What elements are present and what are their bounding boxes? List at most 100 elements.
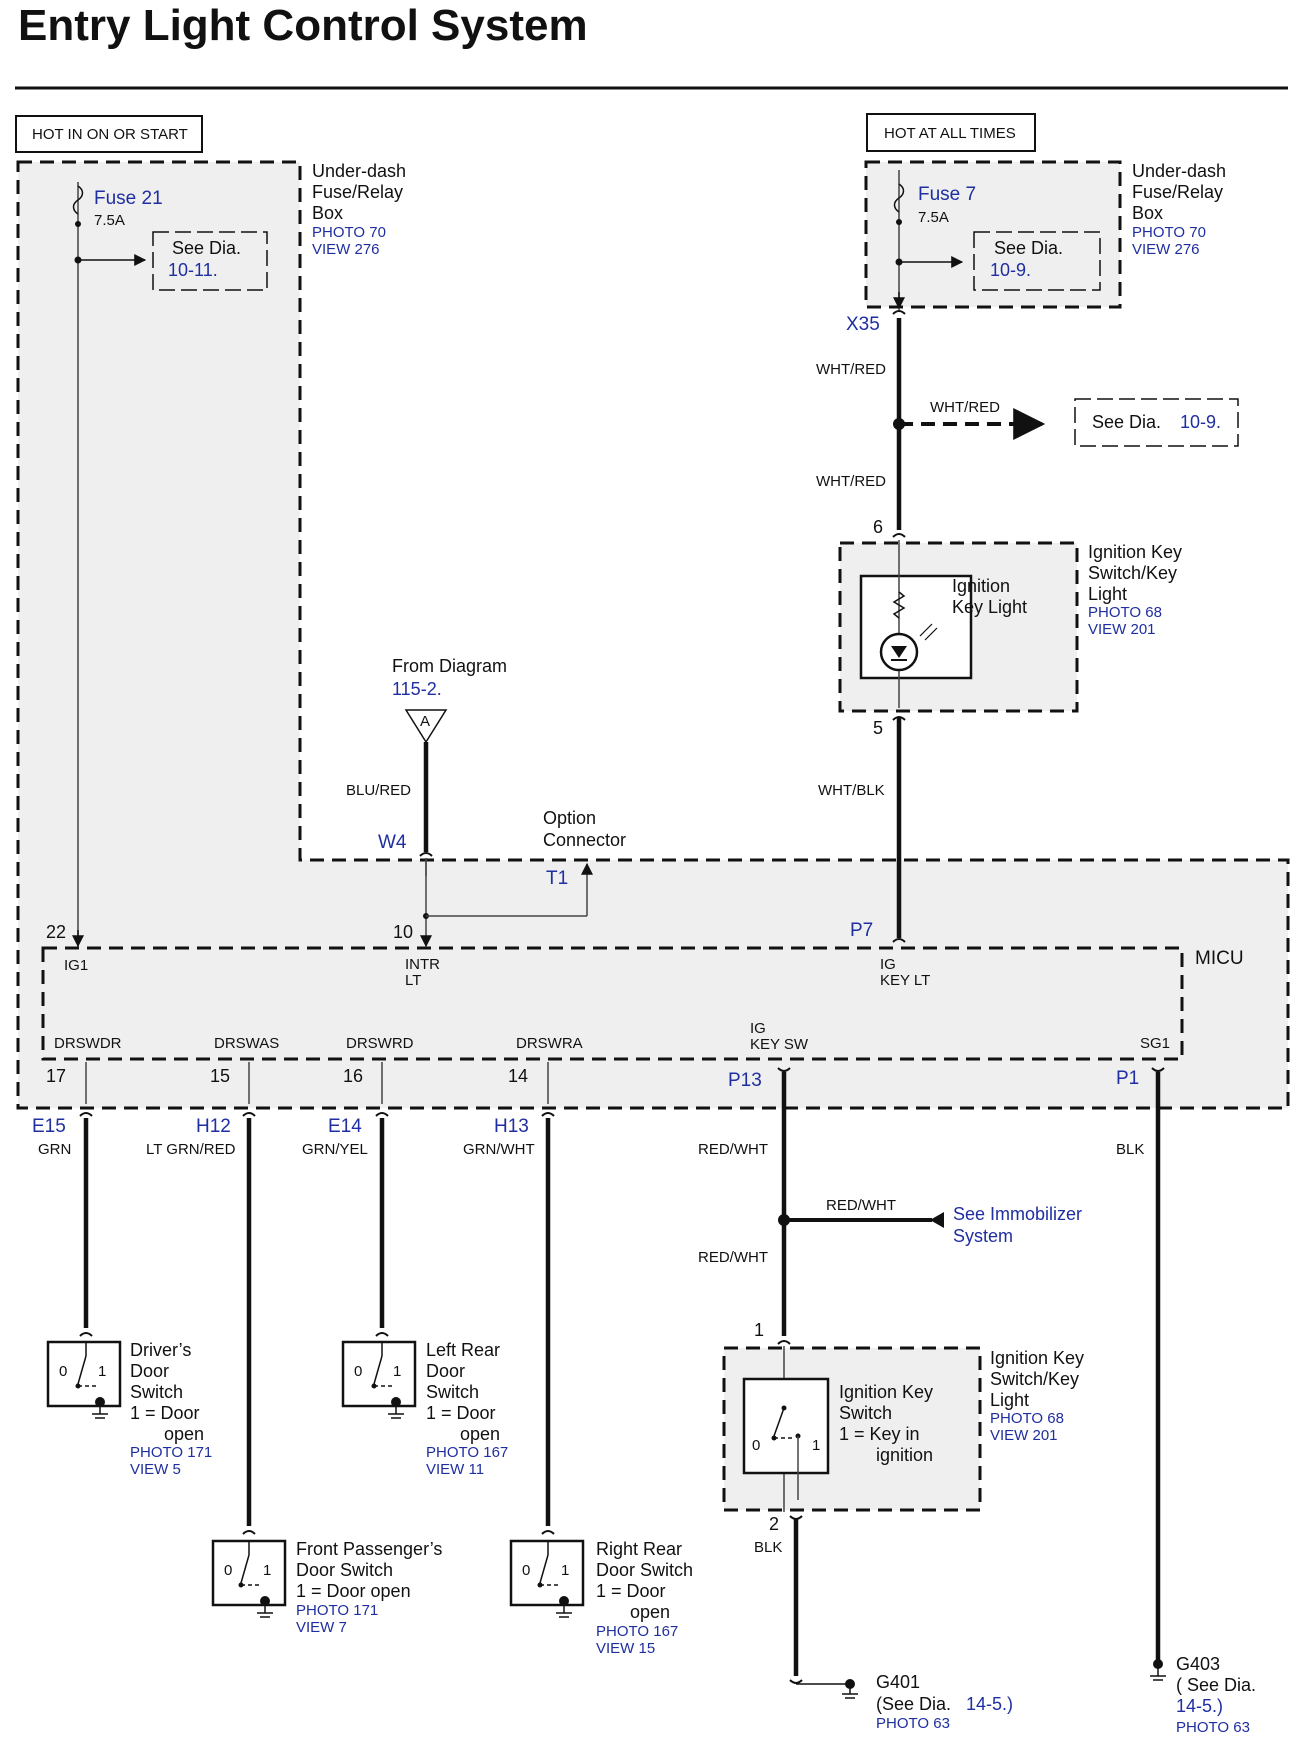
right-rear-switch-pos-0: 0 (522, 1562, 530, 1579)
ign-switch-name-3: Light (990, 1390, 1029, 1410)
connector-p1: P1 (1116, 1068, 1139, 1089)
option-connector-2: Connector (543, 830, 626, 850)
front-pass-switch-l1: Front Passenger’s (296, 1539, 442, 1559)
wire-label-red-wht-branch: RED/WHT (826, 1197, 896, 1214)
micu-intr: INTR (405, 956, 440, 973)
wire-label-red-wht-2: RED/WHT (698, 1249, 768, 1266)
right-rear-switch-l2: Door Switch (596, 1560, 693, 1580)
ign-switch-inner-1: Ignition Key (839, 1382, 933, 1402)
immobilizer-arrow-icon (930, 1212, 944, 1228)
right-rear-switch-l3: 1 = Door (596, 1581, 666, 1601)
micu-name: MICU (1195, 948, 1244, 969)
drivers-switch-l1: Driver’s (130, 1340, 191, 1360)
connector-h12: H12 (196, 1116, 231, 1137)
fuse-box-left-view: VIEW 276 (312, 241, 380, 258)
left-rear-switch-l5: open (460, 1424, 500, 1444)
micu-ig1: IG1 (64, 957, 88, 974)
wire-label-wht-blk: WHT/BLK (818, 782, 885, 799)
from-diagram-ref[interactable]: 115-2. (392, 679, 442, 699)
micu-ig: IG (880, 956, 896, 973)
fuse7-name: Fuse 7 (918, 184, 976, 205)
ign-switch-pos-0: 0 (752, 1437, 760, 1454)
option-connector-1: Option (543, 808, 596, 828)
fuse21-see[interactable]: See Dia. (172, 238, 241, 258)
see-dia-mid[interactable]: See Dia. (1092, 412, 1161, 432)
wire-label-wht-red-branch: WHT/RED (930, 399, 1000, 416)
ign-switch-pin-top: 1 (754, 1320, 764, 1340)
ign-switch-inner-4: ignition (876, 1445, 933, 1465)
wire-label-grn: GRN (38, 1141, 71, 1158)
micu-key-sw: KEY SW (750, 1036, 809, 1053)
g403-see[interactable]: ( See Dia. (1176, 1675, 1256, 1695)
see-dia-mid-ref[interactable]: 10-9. (1180, 412, 1221, 432)
g401-see[interactable]: (See Dia. (876, 1694, 951, 1714)
fuse21-see-ref[interactable]: 10-11. (168, 260, 218, 280)
drivers-switch-view: VIEW 5 (130, 1461, 181, 1478)
left-rear-switch-view: VIEW 11 (426, 1461, 484, 1478)
fuse7-see-ref[interactable]: 10-9. (990, 260, 1031, 280)
from-diagram[interactable]: From Diagram (392, 656, 507, 676)
connector-w4: W4 (378, 832, 407, 853)
front-passenger-door-switch[interactable] (211, 1530, 287, 1618)
front-pass-switch-l2: Door Switch (296, 1560, 393, 1580)
micu-pin-22: 22 (46, 922, 66, 942)
left-rear-switch-l4: 1 = Door (426, 1403, 496, 1423)
ign-light-name-2: Switch/Key (1088, 563, 1177, 583)
fuse7-see[interactable]: See Dia. (994, 238, 1063, 258)
ign-switch-view: VIEW 201 (990, 1427, 1058, 1444)
fuse-box-right-region (864, 160, 1122, 309)
micu-drswas: DRSWAS (214, 1035, 279, 1052)
right-rear-switch-pos-1: 1 (561, 1562, 569, 1579)
from-diagram-triangle (404, 709, 448, 744)
g401-name: G401 (876, 1672, 920, 1692)
front-pass-switch-photo: PHOTO 171 (296, 1602, 378, 1619)
ignition-key-switch[interactable] (742, 1377, 830, 1500)
left-rear-switch-l3: Switch (426, 1382, 479, 1402)
page-title: Entry Light Control System (18, 1, 588, 50)
from-diagram-marker: A (420, 713, 430, 730)
micu-pin-17: 17 (46, 1066, 66, 1086)
right-rear-switch-view: VIEW 15 (596, 1640, 655, 1657)
micu-drswra: DRSWRA (516, 1035, 583, 1052)
option-connector-wiring (420, 858, 593, 948)
fuse-box-left-name: Under-dash (312, 161, 406, 181)
fuse21-branch (72, 182, 147, 948)
g403-photo: PHOTO 63 (1176, 1719, 1250, 1736)
left-rear-switch-l1: Left Rear (426, 1340, 500, 1360)
g401-photo: PHOTO 63 (876, 1715, 950, 1732)
fuse7-branch (893, 170, 964, 310)
immobilizer-link-1[interactable]: See Immobilizer (953, 1204, 1082, 1224)
fuse21-rating: 7.5A (94, 212, 125, 229)
ign-light-name-1: Ignition Key (1088, 542, 1182, 562)
g401-ref[interactable]: 14-5.) (966, 1694, 1013, 1714)
micu-ig-2: IG (750, 1020, 766, 1037)
drivers-door-switch[interactable] (46, 1332, 122, 1419)
left-rear-door-switch[interactable] (341, 1332, 417, 1419)
front-pass-switch-l3: 1 = Door open (296, 1581, 411, 1601)
g403-name: G403 (1176, 1654, 1220, 1674)
ign-light-inner-1: Ignition (952, 576, 1010, 596)
left-rear-switch-l2: Door (426, 1361, 465, 1381)
wire-label-grn-yel: GRN/YEL (302, 1141, 368, 1158)
g403-ref[interactable]: 14-5.) (1176, 1696, 1223, 1716)
connector-x35: X35 (846, 314, 880, 335)
drivers-switch-l4: 1 = Door (130, 1403, 200, 1423)
micu-bottom-arrows (85, 1062, 549, 1104)
drivers-switch-l5: open (164, 1424, 204, 1444)
right-rear-door-switch[interactable] (509, 1530, 585, 1618)
power-label-left: HOT IN ON OR START (32, 126, 188, 143)
micu-drswdr: DRSWDR (54, 1035, 122, 1052)
connector-p7: P7 (850, 920, 873, 941)
micu-pin-10: 10 (393, 922, 413, 942)
fuse-box-right-name-2: Fuse/Relay (1132, 182, 1223, 202)
micu-pin-16: 16 (343, 1066, 363, 1086)
fuse-box-left-photo: PHOTO 70 (312, 224, 386, 241)
micu-pin-15: 15 (210, 1066, 230, 1086)
ground-g401-icon (789, 1679, 858, 1699)
micu-key-lt: KEY LT (880, 972, 930, 989)
immobilizer-link-2[interactable]: System (953, 1226, 1013, 1246)
power-label-right: HOT AT ALL TIMES (884, 125, 1016, 142)
micu-lt: LT (405, 972, 421, 989)
fuse-box-right-view: VIEW 276 (1132, 241, 1200, 258)
